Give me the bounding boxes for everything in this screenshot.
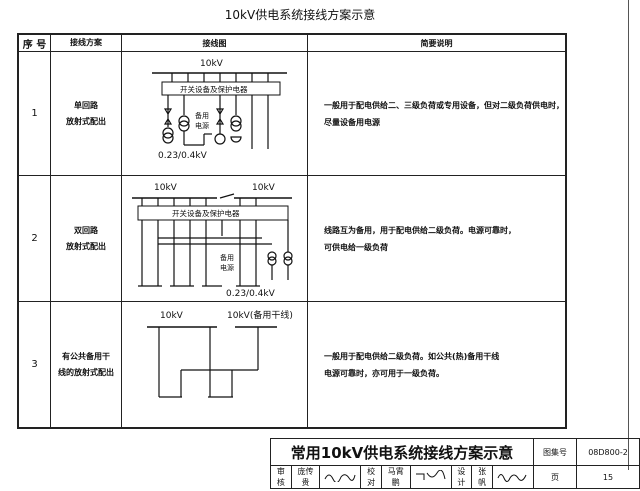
frame-border (628, 0, 629, 470)
check-label: 校对 (360, 465, 382, 489)
desc-line: 可供电给一级负荷 (324, 242, 388, 252)
row-desc: 一般用于配电供给二、三级负荷或专用设备，但对二级负荷供电时， 尽量设备用电源 (307, 51, 567, 176)
table-row: 3 有公共备用干 线的放射式配出 10kV 10kV(备用干线) 一般用于配电供… (17, 301, 567, 429)
double-circuit-diagram: 10kV 10kV 开关设备及保护电器 备用 电源 0.23/0.4kV (132, 183, 293, 299)
plan-line: 双回路 (74, 225, 98, 235)
header-plan: 接线方案 (50, 33, 122, 52)
row-plan: 双回路 放射式配出 (50, 175, 122, 302)
backup-label: 备用 (195, 111, 209, 120)
atlas-label: 图集号 (533, 438, 577, 466)
low-voltage-label: 0.23/0.4kV (158, 151, 208, 161)
atlas-number: 08D800-2 (576, 438, 640, 466)
bus-label-right: 10kV (252, 183, 276, 193)
page-label: 页 (533, 465, 577, 489)
table-header-row: 序 号 接线方案 接线图 简要说明 (17, 33, 567, 52)
plan-line: 放射式配出 (66, 116, 106, 126)
reviewer-signature (319, 465, 362, 489)
bus-label-left: 10kV (160, 311, 184, 321)
desc-line: 尽量设备用电源 (324, 117, 380, 127)
row-plan: 单回路 放射式配出 (50, 51, 122, 176)
row-diagram: 10kV 10kV(备用干线) (121, 301, 308, 429)
header-no: 序 号 (17, 33, 51, 52)
designer-signature (492, 465, 534, 489)
row-no: 2 (17, 175, 51, 302)
desc-line: 线路互为备用，用于配电供给二级负荷。电源可靠时， (324, 225, 516, 235)
backup-label: 电源 (195, 121, 209, 130)
bus-label-left: 10kV (154, 183, 178, 193)
wiring-scheme-table: 序 号 接线方案 接线图 简要说明 1 单回路 放射式配出 10kV 开关设备及… (17, 33, 567, 429)
reviewer-name: 庞传贵 (290, 465, 321, 489)
design-label: 设计 (450, 465, 473, 489)
row-no: 3 (17, 301, 51, 429)
plan-line: 线的放射式配出 (58, 367, 114, 377)
switchgear-label: 开关设备及保护电器 (172, 208, 240, 218)
bus-label: 10kV (200, 59, 224, 69)
single-circuit-diagram: 10kV 开关设备及保护电器 备用 电源 0.23/0.4kV (152, 59, 287, 161)
low-voltage-label: 0.23/0.4kV (226, 289, 276, 299)
table-row: 2 双回路 放射式配出 10kV 10kV 开关设备及保护电器 备用 电源 0.… (17, 175, 567, 302)
desc-line: 一般用于配电供给二级负荷。如公共(热)备用干线 (324, 351, 500, 361)
checker-signature (409, 465, 452, 489)
review-label: 审核 (270, 465, 292, 489)
drawing-title: 常用10kV供电系统接线方案示意 (270, 438, 534, 466)
title-block: 常用10kV供电系统接线方案示意 图集号 08D800-2 审核 庞传贵 校对 … (270, 438, 640, 489)
backup-label: 电源 (220, 263, 234, 272)
row-diagram: 10kV 10kV 开关设备及保护电器 备用 电源 0.23/0.4kV (121, 175, 308, 302)
row-desc: 一般用于配电供给二级负荷。如公共(热)备用干线 电源可靠时，亦可用于一级负荷。 (307, 301, 567, 429)
backup-label: 备用 (220, 253, 234, 262)
bus-label-right: 10kV(备用干线) (227, 309, 293, 321)
checker-name: 马霄鹏 (381, 465, 411, 489)
row-desc: 线路互为备用，用于配电供给二级负荷。电源可靠时， 可供电给一级负荷 (307, 175, 567, 302)
plan-line: 单回路 (74, 100, 98, 110)
table-row: 1 单回路 放射式配出 10kV 开关设备及保护电器 备用 电源 0.23/0.… (17, 51, 567, 176)
page-number: 15 (576, 465, 640, 489)
page-title: 10kV供电系统接线方案示意 (224, 8, 376, 22)
row-diagram: 10kV 开关设备及保护电器 备用 电源 0.23/0.4kV (121, 51, 308, 176)
header-diagram: 接线图 (121, 33, 308, 52)
desc-line: 一般用于配电供给二、三级负荷或专用设备，但对二级负荷供电时， (324, 100, 564, 110)
designer-name: 张帆 (471, 465, 493, 489)
header-desc: 简要说明 (307, 33, 567, 52)
desc-line: 电源可靠时，亦可用于一级负荷。 (324, 368, 444, 378)
row-plan: 有公共备用干 线的放射式配出 (50, 301, 122, 429)
plan-line: 有公共备用干 (62, 351, 110, 361)
row-no: 1 (17, 51, 51, 176)
common-backup-diagram: 10kV 10kV(备用干线) (147, 309, 293, 398)
switchgear-label: 开关设备及保护电器 (180, 84, 248, 94)
feeders (171, 73, 269, 82)
plan-line: 放射式配出 (66, 241, 106, 251)
